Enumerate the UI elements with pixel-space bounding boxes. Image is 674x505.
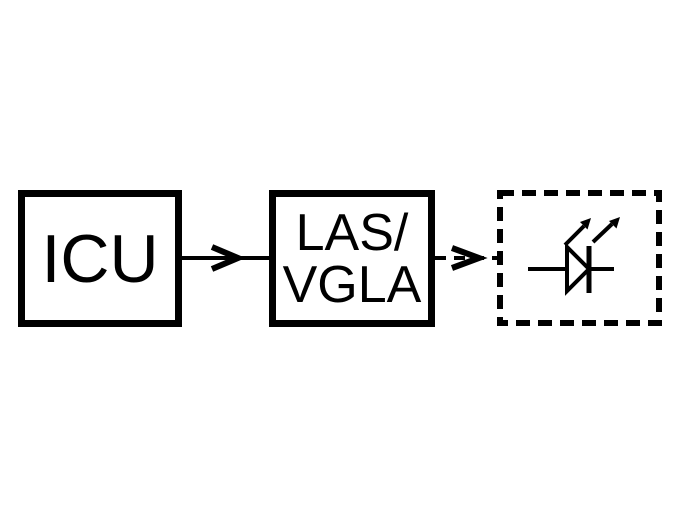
led-emission-arrow-1 — [563, 218, 591, 247]
led-triangle — [565, 242, 592, 296]
icu-label: ICU — [41, 220, 159, 297]
arrow-icu-to-las — [181, 244, 270, 272]
las-vgla-label-line2: VGLA — [282, 255, 422, 314]
led-emission-arrow-2-head — [609, 217, 620, 229]
las-vgla-box: LAS/ VGLA — [269, 190, 435, 327]
arrow-icu-to-las-arrowhead-icon — [210, 244, 246, 272]
led-diode-icon — [528, 217, 620, 296]
led-emission-arrow-1-shaft — [563, 224, 586, 247]
arrow-las-to-led-arrowhead-icon — [450, 245, 488, 271]
las-vgla-label-line1: LAS/ — [295, 203, 409, 262]
led-box — [497, 190, 662, 326]
icu-box: ICU — [18, 190, 182, 327]
led-emission-arrow-2 — [591, 217, 620, 244]
arrow-las-to-led — [435, 245, 497, 271]
led-emission-arrow-1-head — [580, 218, 591, 230]
led-emission-arrow-2-shaft — [591, 222, 614, 244]
